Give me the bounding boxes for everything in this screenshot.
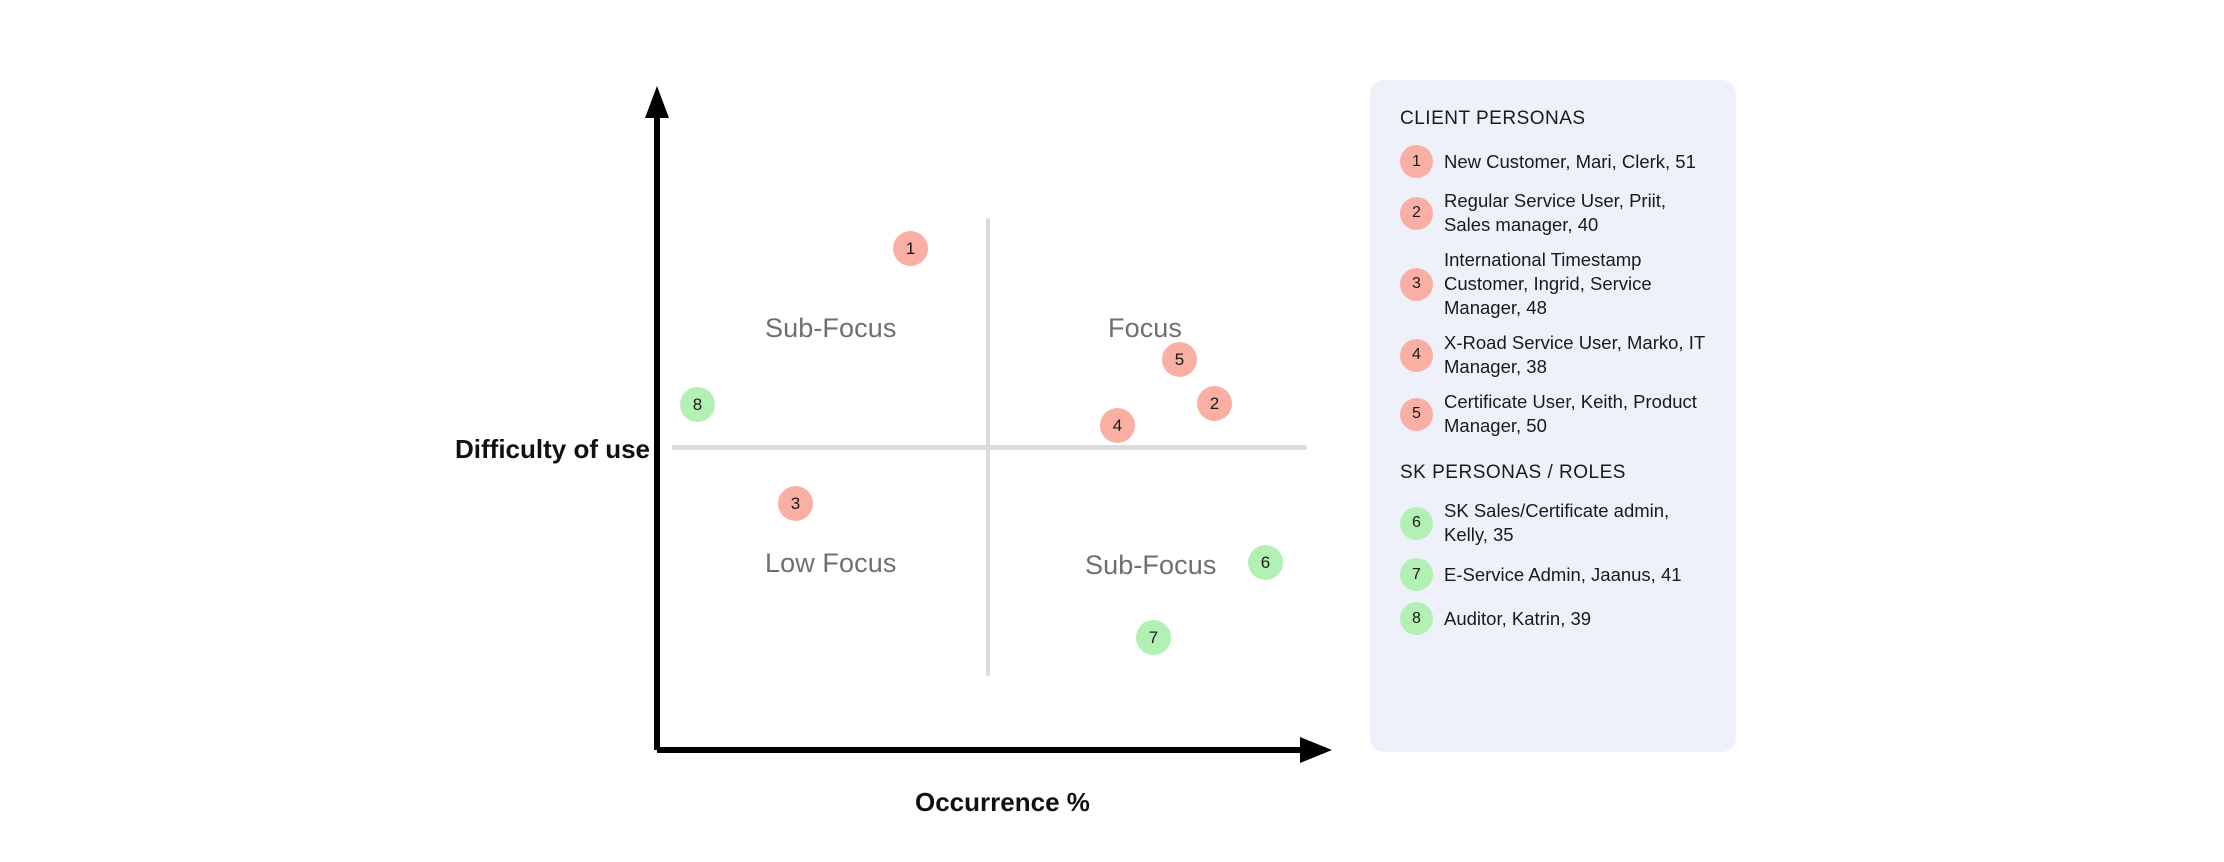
- x-axis-arrowhead: [1300, 737, 1332, 763]
- legend-label-5: Certificate User, Keith, Product Manager…: [1444, 391, 1697, 436]
- legend-badge-4: 4: [1400, 338, 1433, 372]
- legend-item-7[interactable]: 7 E-Service Admin, Jaanus, 41: [1400, 558, 1706, 591]
- data-point-4[interactable]: 4: [1100, 408, 1135, 443]
- legend-item-4[interactable]: 4 X-Road Service User, Marko, IT Manager,…: [1400, 331, 1706, 379]
- legend-heading-sk-personas: SK PERSONAS / ROLES: [1400, 462, 1626, 483]
- legend-item-6[interactable]: 6 SK Sales/Certificate admin, Kelly, 35: [1400, 499, 1706, 547]
- legend-label-6: SK Sales/Certificate admin, Kelly, 35: [1444, 500, 1670, 545]
- y-axis-title: Difficulty of use: [455, 434, 651, 464]
- legend-list-client-personas: 1 New Customer, Mari, Clerk, 51 2 Regular S…: [1400, 145, 1706, 438]
- legend-item-8[interactable]: 8 Auditor, Katrin, 39: [1400, 602, 1706, 635]
- legend-item-5[interactable]: 5 Certificate User, Keith, Product Manage…: [1400, 390, 1706, 438]
- quadrant-label-top-left: Sub-Focus: [765, 313, 897, 343]
- legend-badge-3: 3: [1400, 267, 1433, 301]
- data-point-7[interactable]: 7: [1136, 620, 1171, 655]
- legend-badge-1: 1: [1400, 145, 1433, 178]
- legend-badge-8: 8: [1400, 602, 1433, 635]
- data-point-3[interactable]: 3: [778, 486, 813, 521]
- y-axis-arrowhead: [645, 86, 669, 118]
- quadrant-label-top-right: Focus: [1108, 313, 1183, 343]
- legend-badge-6: 6: [1400, 506, 1433, 540]
- quadrant-chart: Sub-Focus Focus Low Focus Sub-Focus Diff…: [455, 86, 1332, 817]
- data-point-8[interactable]: 8: [680, 387, 715, 422]
- legend-item-3[interactable]: 3 International Timestamp Customer, Ingri…: [1400, 248, 1706, 320]
- legend-panel: CLIENT PERSONAS 1 New Customer, Mari, Cle…: [1370, 80, 1736, 752]
- legend-label-3: International Timestamp Customer, Ingrid…: [1444, 249, 1652, 318]
- legend-label-8: Auditor, Katrin, 39: [1444, 607, 1592, 629]
- data-point-2[interactable]: 2: [1197, 386, 1232, 421]
- quadrant-label-bottom-right: Sub-Focus: [1085, 550, 1217, 580]
- quadrant-label-bottom-left: Low Focus: [765, 548, 897, 578]
- legend-label-1: New Customer, Mari, Clerk, 51: [1444, 150, 1696, 172]
- quadrant-divider-horizontal: [672, 445, 1307, 450]
- legend-heading-client-personas: CLIENT PERSONAS: [1400, 108, 1586, 129]
- x-axis-title: Occurrence %: [915, 787, 1090, 817]
- legend-badge-2: 2: [1400, 196, 1433, 230]
- chart-axes: [645, 86, 1332, 763]
- data-point-5[interactable]: 5: [1162, 342, 1197, 377]
- legend-item-2[interactable]: 2 Regular Service User, Priit, Sales mana…: [1400, 189, 1706, 237]
- data-point-1[interactable]: 1: [893, 231, 928, 266]
- legend-badge-7: 7: [1400, 558, 1433, 591]
- legend-label-2: Regular Service User, Priit, Sales manag…: [1444, 190, 1667, 235]
- legend-item-1[interactable]: 1 New Customer, Mari, Clerk, 51: [1400, 145, 1706, 178]
- legend-label-4: X-Road Service User, Marko, IT Manager, …: [1444, 332, 1705, 377]
- legend-badge-5: 5: [1400, 397, 1433, 431]
- data-point-6[interactable]: 6: [1248, 545, 1283, 580]
- legend-label-7: E-Service Admin, Jaanus, 41: [1444, 563, 1682, 585]
